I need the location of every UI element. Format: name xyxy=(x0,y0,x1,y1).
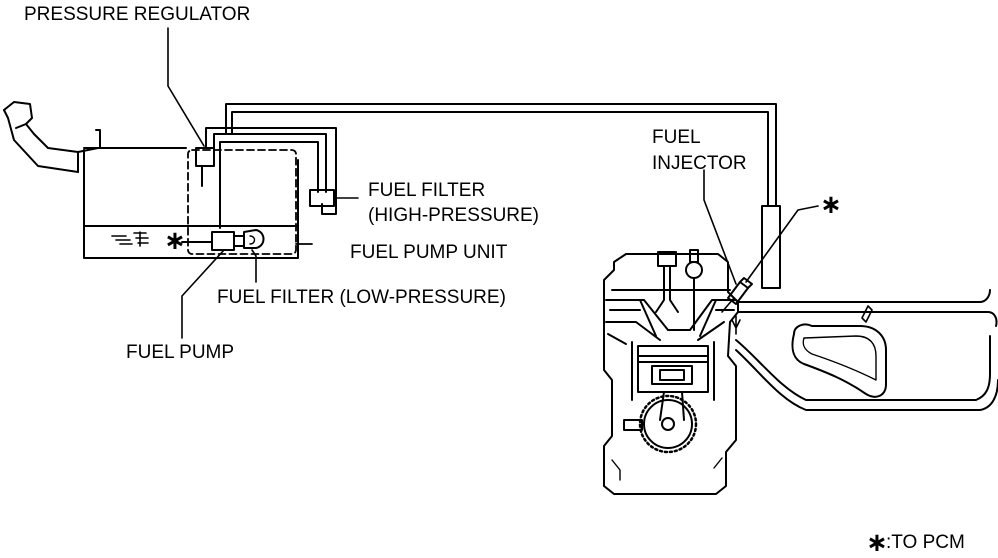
legend-to-pcm: :TO PCM xyxy=(886,532,965,553)
label-fuel-filter-high-pressure-line2: (HIGH-PRESSURE) xyxy=(368,205,540,226)
label-fuel-pump-unit: FUEL PUMP UNIT xyxy=(350,242,508,263)
label-fuel-pump: FUEL PUMP xyxy=(126,342,235,363)
fuel-filter-low-pressure xyxy=(233,229,265,283)
fuel-filter-high-pressure xyxy=(309,189,359,207)
label-fuel-injector-line2: INJECTOR xyxy=(652,153,747,174)
fuel-injector xyxy=(703,169,819,313)
label-pressure-regulator: PRESSURE REGULATOR xyxy=(24,4,251,25)
label-fuel-injector-line1: FUEL xyxy=(652,127,701,148)
pressure-regulator xyxy=(167,27,215,187)
engine xyxy=(603,205,781,495)
fuel-pump-unit xyxy=(187,149,313,255)
pcm-asterisk-pump: ∗ xyxy=(164,226,186,256)
fuel-pump xyxy=(181,231,235,339)
label-fuel-filter-high-pressure-line1: FUEL FILTER xyxy=(368,180,486,201)
label-fuel-filter-low-pressure: FUEL FILTER (LOW-PRESSURE) xyxy=(217,287,506,308)
pcm-asterisk-injector: ∗ xyxy=(820,190,842,220)
intake-manifold xyxy=(731,289,998,411)
legend-asterisk: ∗ xyxy=(866,528,888,558)
fuel-tank xyxy=(3,101,299,259)
fuel-lines-tank xyxy=(205,103,777,229)
